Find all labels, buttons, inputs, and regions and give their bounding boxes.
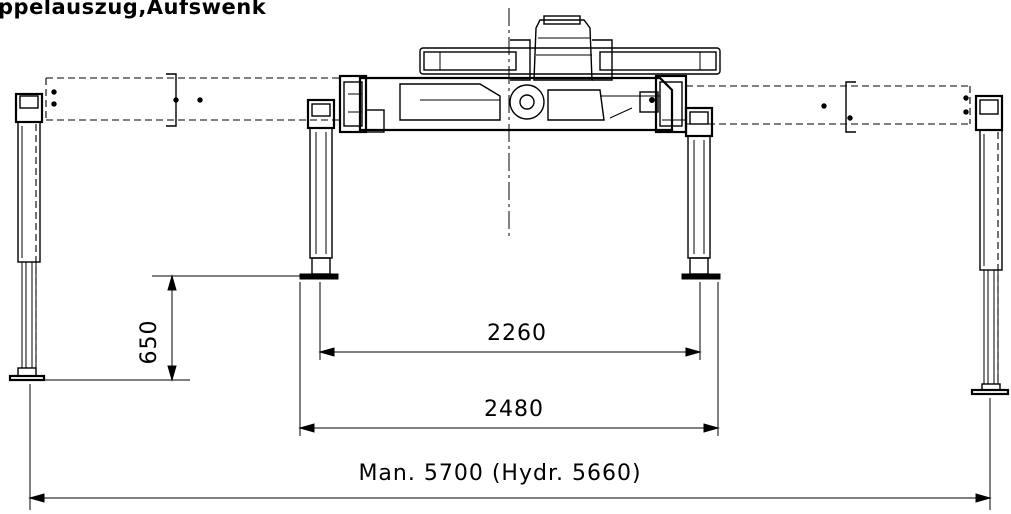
drawing-title: ppelauszug,Aufswenk [0, 0, 267, 19]
dimension-total-span-label: Man. 5700 (Hydr. 5660) [358, 461, 641, 486]
dimension-total-span: Man. 5700 (Hydr. 5660) [28, 384, 992, 510]
central-beam [338, 15, 721, 134]
left-inner-leg [299, 98, 339, 280]
right-inner-leg [681, 106, 721, 280]
dimension-inner-span-label: 2260 [487, 321, 547, 346]
left-extended-arm [8, 73, 340, 382]
dimension-outer-span-label: 2480 [484, 397, 544, 422]
dimension-outer-span: 2480 [298, 282, 720, 436]
dimension-inner-span: 2260 [318, 282, 702, 360]
dimension-height: 650 [44, 274, 302, 382]
dimension-height-label: 650 [137, 320, 162, 365]
right-extended-arm [686, 81, 1010, 396]
